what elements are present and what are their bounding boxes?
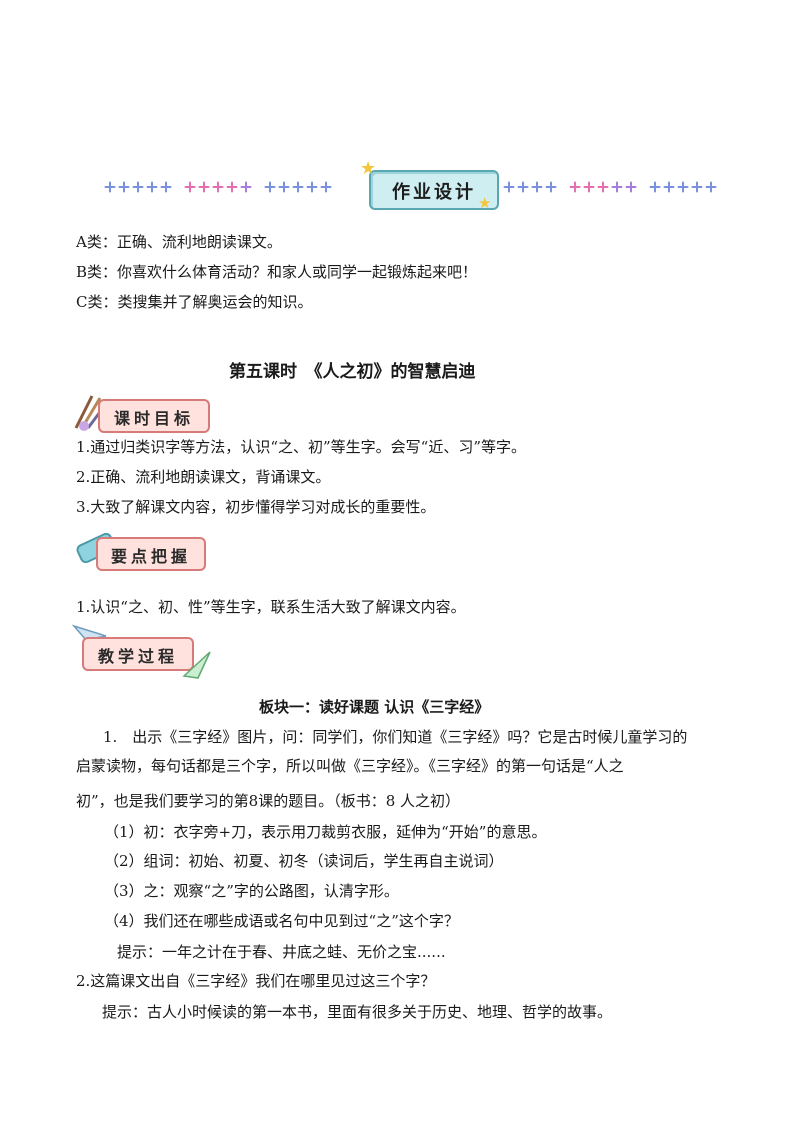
objective-item: 3.大致了解课文内容，初步懂得学习对成长的重要性。 — [76, 498, 436, 516]
sparkle-icon — [292, 182, 303, 193]
keypoints-banner: 要点把握 — [96, 537, 206, 571]
lesson-title: 第五课时 《人之初》的智慧启迪 — [229, 362, 476, 382]
paper-plane-icon — [182, 651, 211, 679]
sparkle-icon — [118, 182, 129, 193]
sparkle-icon — [517, 182, 528, 193]
sparkle-icon — [545, 182, 556, 193]
block-title: 板块一：读好课题 认识《三字经》 — [259, 698, 490, 716]
star-icon: ★ — [360, 158, 377, 179]
star-icon: ★ — [478, 194, 492, 212]
sparkle-icon — [531, 182, 542, 193]
decorative-stars-right — [503, 176, 719, 198]
sparkle-icon — [226, 182, 237, 193]
sparkle-icon — [278, 182, 289, 193]
body-line: （1）初：衣字旁+刀，表示用刀裁剪衣服，延伸为“开始”的意思。 — [104, 823, 547, 841]
sparkle-icon — [503, 182, 514, 193]
keypoint-item: 1.认识“之、初、性”等生字，联系生活大致了解课文内容。 — [76, 598, 466, 616]
body-line: 初”，也是我们要学习的第8课的题目。（板书：8 人之初） — [76, 792, 461, 810]
homework-banner: 作业设计 — [369, 170, 499, 210]
sparkle-icon — [611, 182, 622, 193]
sparkle-icon — [320, 182, 331, 193]
body-line: （4）我们还在哪些成语或名句中见到过“之”这个字？ — [104, 912, 459, 930]
objectives-banner: 课时目标 — [98, 399, 210, 433]
sparkle-icon — [677, 182, 688, 193]
sparkle-icon — [146, 182, 157, 193]
sparkle-icon — [132, 182, 143, 193]
body-line: 1. 出示《三字经》图片，问：同学们，你们知道《三字经》吗？它是古时候儿童学习的 — [103, 728, 688, 746]
process-banner: 教学过程 — [82, 637, 194, 671]
body-line: （2）组词：初始、初夏、初冬（读词后，学生再自主说词） — [104, 852, 504, 870]
sparkle-icon — [649, 182, 660, 193]
body-line: 提示：一年之计在于春、井底之蛙、无价之宝...... — [117, 943, 446, 961]
sparkle-icon — [264, 182, 275, 193]
objective-item: 1.通过归类识字等方法，认识“之、初”等生字。会写“近、习”等字。 — [76, 438, 526, 456]
sparkle-icon — [625, 182, 636, 193]
sparkle-icon — [705, 182, 716, 193]
sparkle-icon — [306, 182, 317, 193]
homework-item-a: A类：正确、流利地朗读课文。 — [76, 233, 282, 251]
body-line: 提示：古人小时候读的第一本书，里面有很多关于历史、地理、哲学的故事。 — [102, 1003, 613, 1021]
sparkle-icon — [198, 182, 209, 193]
objectives-label: 课时目标 — [113, 409, 194, 428]
sparkle-icon — [212, 182, 223, 193]
homework-item-b: B类：你喜欢什么体育活动？和家人或同学一起锻炼起来吧！ — [76, 263, 478, 281]
sparkle-icon — [569, 182, 580, 193]
sparkle-icon — [160, 182, 171, 193]
objective-item: 2.正确、流利地朗读课文，背诵课文。 — [76, 468, 331, 486]
process-label: 教学过程 — [97, 647, 178, 666]
sparkle-icon — [597, 182, 608, 193]
sparkle-icon — [663, 182, 674, 193]
sparkle-icon — [104, 182, 115, 193]
homework-banner-title: 作业设计 — [392, 182, 476, 203]
body-line: （3）之：观察“之”字的公路图，认清字形。 — [104, 882, 399, 900]
sparkle-icon — [583, 182, 594, 193]
body-line: 启蒙读物，每句话都是三个字，所以叫做《三字经》。《三字经》的第一句话是“人之 — [76, 757, 624, 775]
homework-item-c: C类：类搜集并了解奥运会的知识。 — [76, 293, 313, 311]
sparkle-icon — [691, 182, 702, 193]
sparkle-icon — [184, 182, 195, 193]
sparkle-icon — [240, 182, 251, 193]
decorative-stars-left — [104, 176, 334, 198]
keypoints-label: 要点把握 — [110, 547, 191, 566]
body-line: 2.这篇课文出自《三字经》我们在哪里见过这三个字？ — [76, 972, 436, 990]
